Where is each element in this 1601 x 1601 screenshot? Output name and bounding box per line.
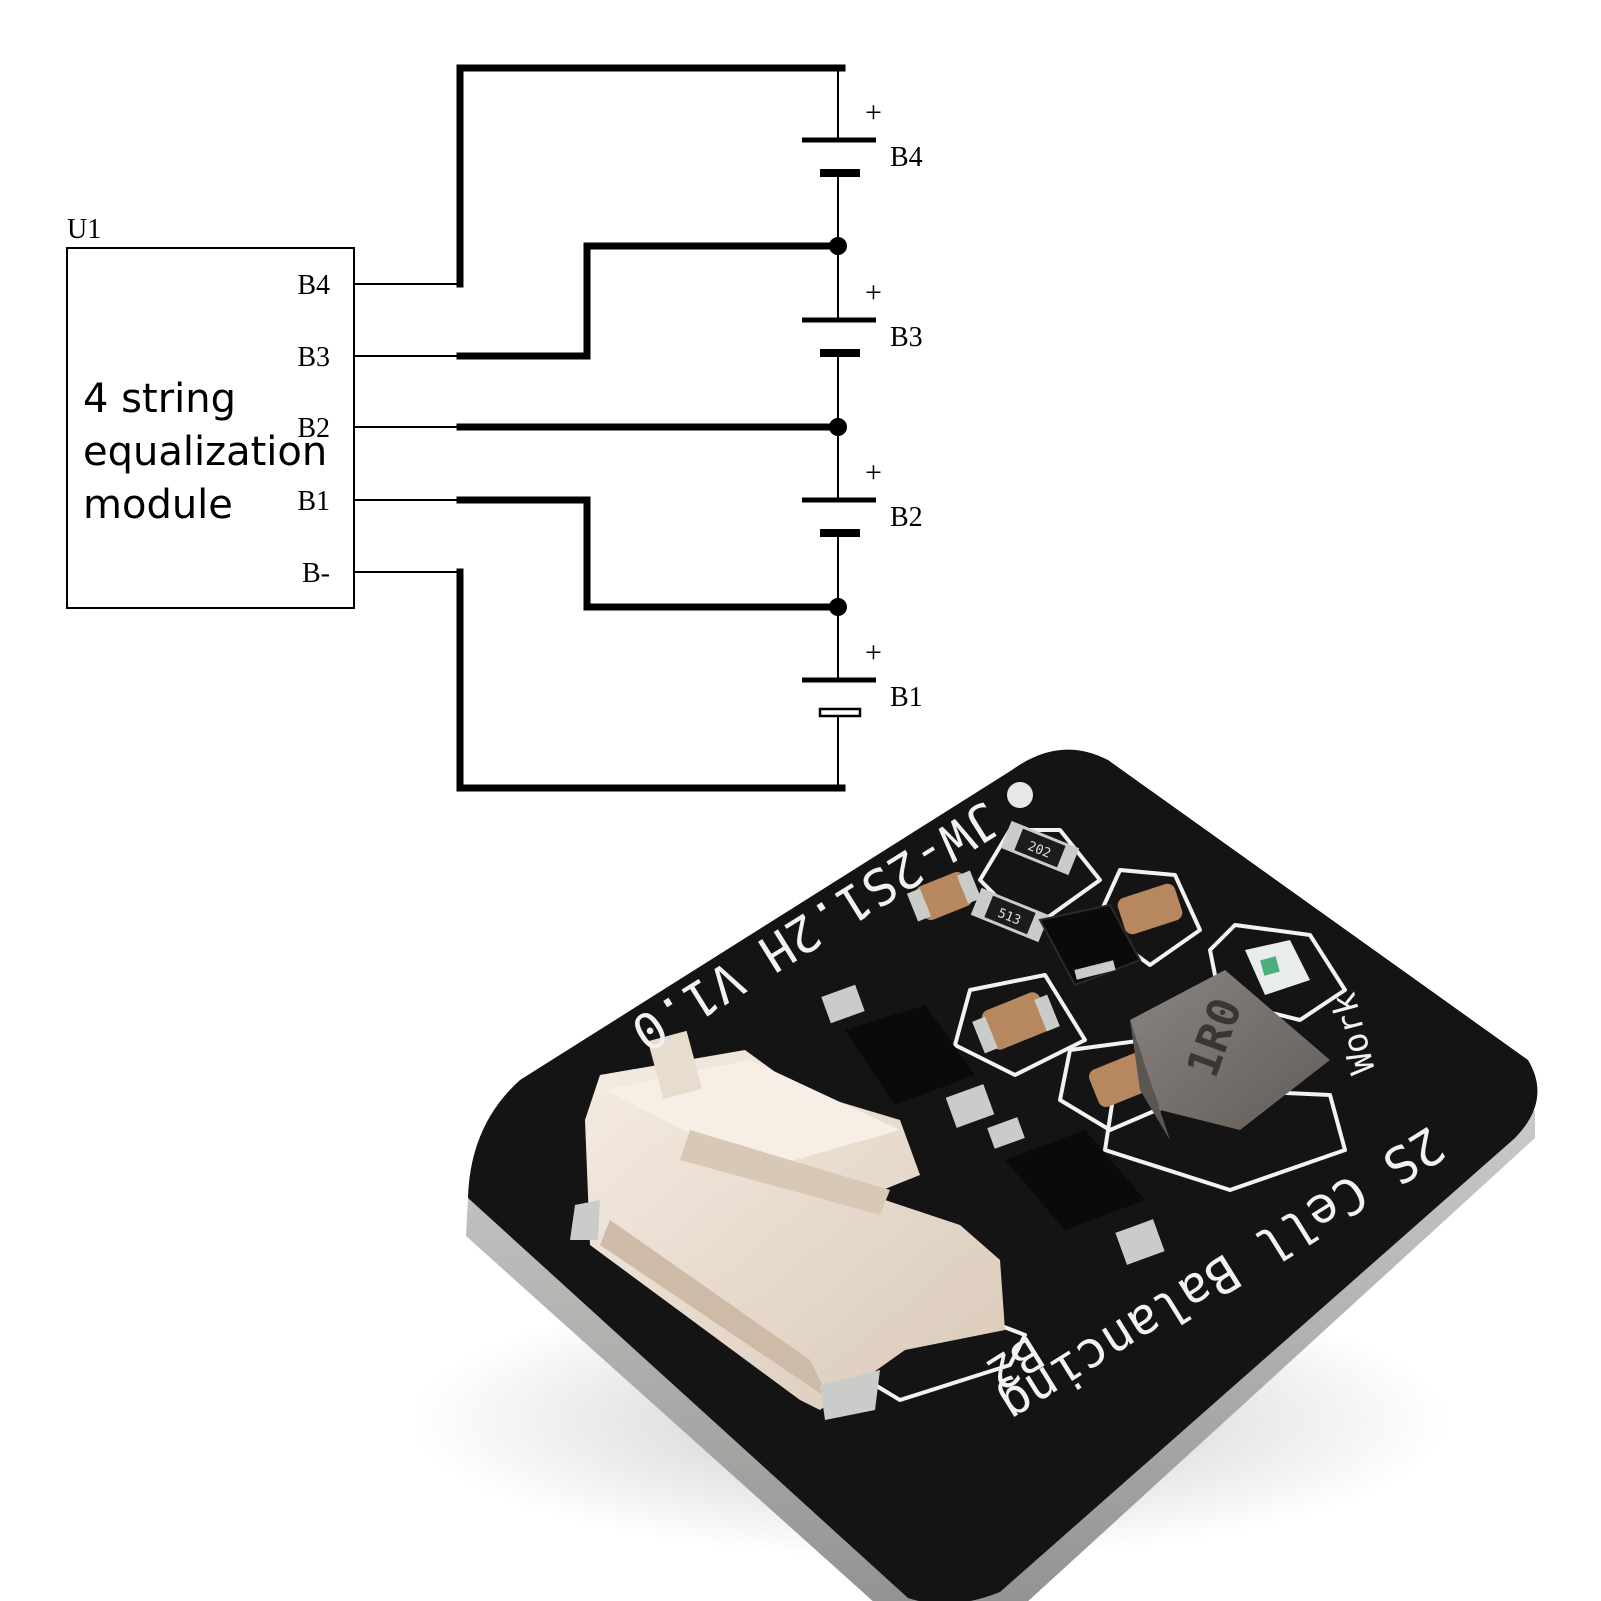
inductor: 1R0	[1130, 970, 1330, 1140]
pin-label-b1: B1	[297, 486, 330, 517]
capacitor	[972, 992, 1060, 1054]
module-title-line-1: 4 string	[83, 376, 236, 422]
ic-chip	[1038, 903, 1142, 987]
capacitor	[1117, 883, 1183, 935]
junction-dot	[829, 237, 847, 255]
wire-bminus	[456, 568, 846, 792]
cell-label: B1	[890, 682, 923, 713]
module-title-line-2: equalization	[83, 429, 327, 475]
module-box	[66, 247, 355, 609]
cell-negative-plate	[818, 707, 862, 718]
pin-label-b2: B2	[297, 413, 330, 444]
pin-label-b4: B4	[297, 270, 330, 301]
mounting-hole	[1007, 782, 1033, 808]
battery-cell-b4: + B4	[802, 96, 923, 177]
cell-polarity: +	[865, 276, 882, 309]
silkscreen-outlines	[798, 828, 1347, 1402]
pcb-board-photo: 202 513 1R0	[410, 749, 1538, 1601]
battery-cell-b3: + B3	[802, 276, 923, 357]
cell-label: B4	[890, 142, 923, 173]
junction-dot	[829, 598, 847, 616]
capacitor	[906, 870, 982, 922]
led	[1245, 940, 1310, 995]
cell-polarity: +	[865, 96, 882, 129]
mosfet	[987, 1117, 1165, 1265]
cell-label: B3	[890, 322, 923, 353]
schematic: U1 B4 B3 B2 B1 B- 4 string equalization …	[66, 64, 923, 792]
mosfet	[821, 984, 995, 1128]
module-ref: U1	[67, 214, 101, 245]
pin-label-b3: B3	[297, 342, 330, 373]
cell-polarity: +	[865, 456, 882, 489]
pin-label-bminus: B-	[302, 558, 330, 589]
junction-dot	[829, 418, 847, 436]
cell-label: B2	[890, 502, 923, 533]
wire-b1	[456, 496, 842, 611]
battery-cell-b1: + B1	[802, 636, 923, 718]
resistor-202: 202	[1000, 820, 1080, 876]
wire-b4	[456, 64, 846, 288]
module-title-line-3: module	[83, 482, 233, 528]
cell-polarity: +	[865, 636, 882, 669]
battery-cell-b2: + B2	[802, 456, 923, 537]
wire-b3	[456, 242, 842, 360]
jst-connector	[570, 1030, 1005, 1420]
